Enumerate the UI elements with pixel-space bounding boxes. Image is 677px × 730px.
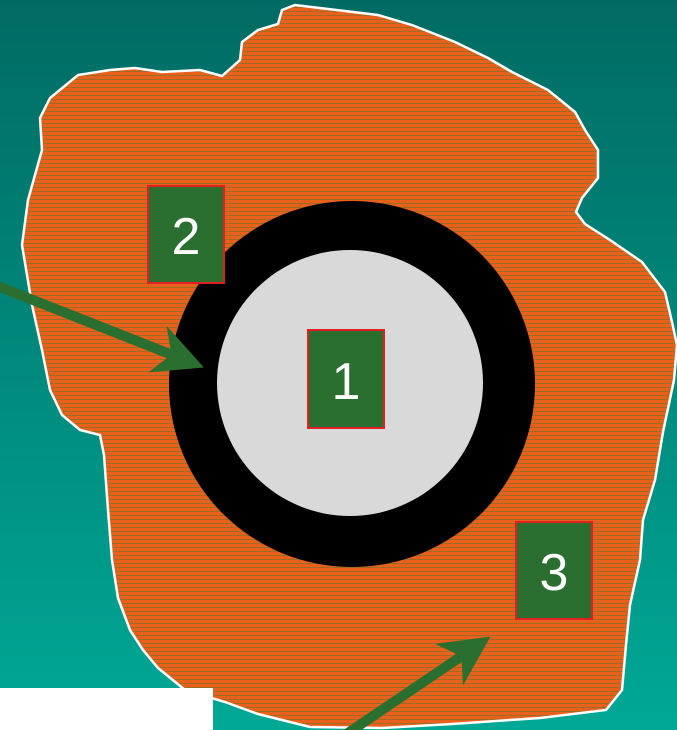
label-box-2-border [147,185,225,284]
label-box-2-rect [148,186,224,283]
label-1-text: 1 [332,353,361,411]
white-panel [0,688,213,730]
arrow-left [0,281,204,373]
arrow-bottom [343,636,491,730]
label-box-1: 1 [307,329,385,429]
label-3-text: 3 [540,544,569,602]
label-box-2: 2 [147,185,225,284]
label-box-1-border [307,329,385,429]
label-box-3: 3 [515,521,593,620]
label-box-1-rect [308,330,384,428]
label-box-3-rect [516,522,592,619]
label-2-text: 2 [172,208,201,266]
label-box-3-border [515,521,593,620]
